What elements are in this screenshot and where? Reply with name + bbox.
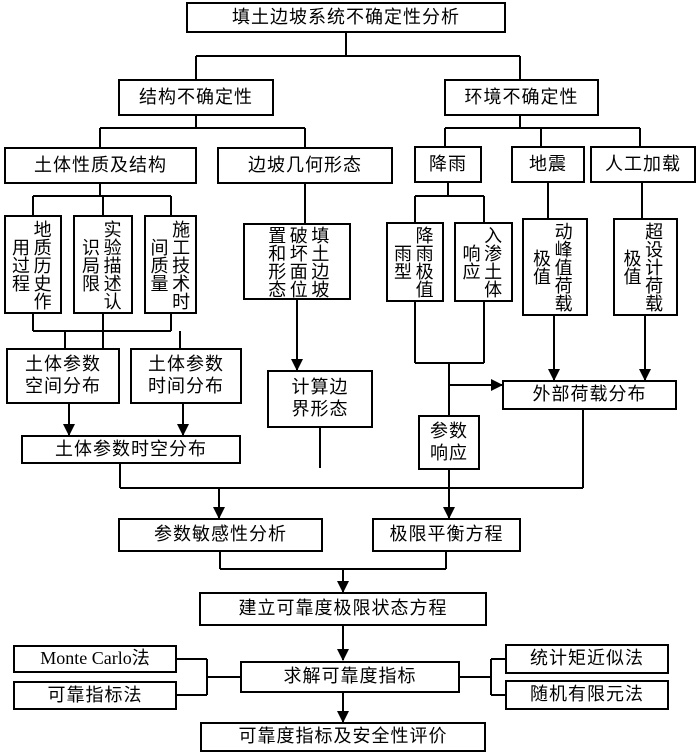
construction-quality-box: 施工技术时间质量 <box>144 215 197 314</box>
parameter-response-box: 参数响应 <box>418 415 480 470</box>
rainfall-box: 降雨 <box>414 146 482 183</box>
infiltration-box: 入渗土体响应 <box>454 222 513 302</box>
artificial-load-box: 人工加载 <box>590 146 696 183</box>
earthquake-box: 地震 <box>511 146 585 183</box>
dynamic-peak-load-box: 动峰值荷载极值 <box>522 218 588 316</box>
solve-reliability-box: 求解可靠度指标 <box>240 661 460 693</box>
boundary-shape-box: 计算边界形态 <box>267 370 373 428</box>
limit-state-equation-box: 建立可靠度极限状态方程 <box>199 592 487 626</box>
slope-geometry-box: 边坡几何形态 <box>217 147 393 184</box>
spatial-distribution-box: 土体参数空间分布 <box>6 348 120 404</box>
safety-evaluation-box: 可靠度指标及安全性评价 <box>200 722 486 752</box>
monte-carlo-box: Monte Carlo法 <box>13 645 177 673</box>
design-load-box: 超设计荷载极值 <box>613 218 678 316</box>
random-fem-box: 随机有限元法 <box>505 680 669 710</box>
external-load-box: 外部荷载分布 <box>502 380 677 410</box>
limit-equilibrium-box: 极限平衡方程 <box>372 518 521 552</box>
structural-uncertainty-box: 结构不确定性 <box>118 79 274 116</box>
moment-approximation-box: 统计矩近似法 <box>505 644 669 674</box>
soil-properties-box: 土体性质及结构 <box>4 147 197 184</box>
failure-surface-box: 填土边坡破坏面位置和形态 <box>243 223 351 300</box>
geology-history-box: 地质历史作用过程 <box>4 215 62 314</box>
title-box: 填土边坡系统不确定性分析 <box>186 2 506 33</box>
rainfall-extreme-box: 降雨极值雨型 <box>386 222 444 302</box>
temporal-distribution-box: 土体参数时间分布 <box>130 348 242 404</box>
sensitivity-analysis-box: 参数敏感性分析 <box>118 518 323 552</box>
experiment-limits-box: 实验描述认识局限 <box>73 215 133 314</box>
environmental-uncertainty-box: 环境不确定性 <box>444 79 599 116</box>
spatiotemporal-distribution-box: 土体参数时空分布 <box>21 435 241 464</box>
reliability-index-method-box: 可靠指标法 <box>13 681 177 710</box>
